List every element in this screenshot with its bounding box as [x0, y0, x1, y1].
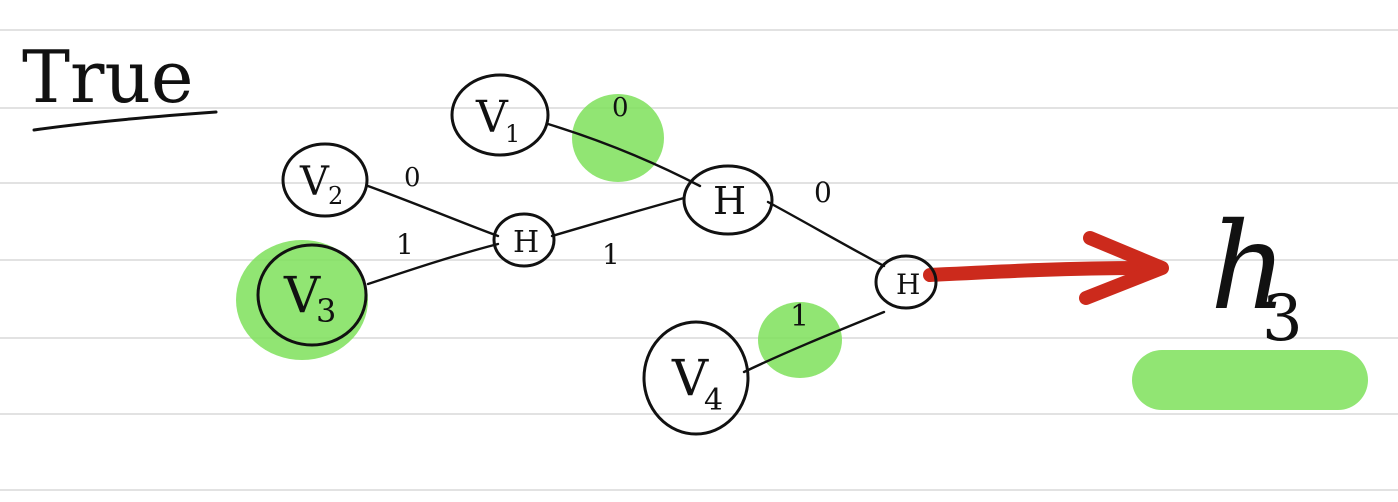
highlights	[236, 94, 1368, 410]
edge-labels: 0 0 1 1 0 1	[396, 93, 832, 334]
node-v4: V 4	[642, 320, 750, 436]
node-v1-label: V	[475, 92, 509, 143]
label-h-mid-h-right: 0	[814, 176, 832, 209]
title-group: True	[22, 35, 218, 132]
title-underline	[32, 110, 218, 132]
node-v2-subscript: 2	[328, 182, 343, 210]
node-v3: V 3	[256, 243, 368, 347]
output-symbol: h 3	[1210, 198, 1303, 356]
node-h-left: H	[492, 212, 556, 268]
edge-v4-h-right	[742, 310, 886, 374]
label-v3-h-left: 1	[396, 228, 414, 261]
highlight-label-v4-edge	[758, 302, 842, 378]
node-v4-label: V	[671, 349, 709, 407]
node-v3-label: V	[283, 266, 321, 324]
node-v2-label: V	[299, 159, 330, 205]
node-v1-subscript: 1	[505, 120, 520, 148]
node-h-mid-label: H	[713, 179, 746, 223]
node-v3-subscript: 3	[316, 292, 336, 330]
node-v1: V 1	[450, 73, 550, 157]
node-h-right-label: H	[896, 268, 920, 301]
label-h-left-h-mid: 1	[602, 238, 620, 271]
title-text: True	[22, 35, 193, 119]
node-h-right: H	[874, 254, 938, 310]
label-v2-h-left: 0	[404, 163, 421, 193]
highlight-output	[1132, 350, 1368, 410]
ruled-lines	[0, 29, 1398, 491]
output-subscript: 3	[1262, 282, 1303, 356]
label-v1-h-mid: 0	[612, 93, 629, 123]
node-v4-subscript: 4	[704, 383, 723, 418]
node-v2: V 2	[281, 142, 369, 218]
node-h-left-label: H	[513, 225, 539, 260]
label-v4-h-right: 1	[790, 299, 809, 334]
edge-v3-h-left	[366, 242, 500, 286]
output-main: h	[1210, 198, 1287, 337]
highlight-label-v1-edge	[572, 94, 664, 182]
output-arrow	[923, 231, 1169, 305]
edges	[366, 122, 886, 374]
highlight-v3	[236, 240, 368, 360]
edge-v2-h-left	[366, 184, 500, 238]
edge-h-mid-h-right	[766, 200, 886, 268]
nodes: V 1 V 2 V 3 V 4 H H	[256, 73, 938, 436]
edge-v1-h-mid	[546, 122, 702, 188]
edge-h-left-h-mid	[550, 196, 686, 238]
node-h-mid: H	[682, 164, 774, 236]
